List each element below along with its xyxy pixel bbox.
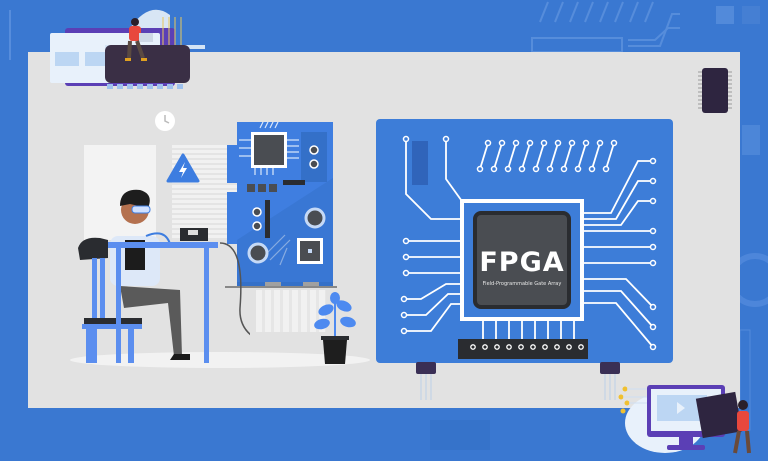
transistors <box>416 362 620 400</box>
engineer-at-desk <box>78 189 250 363</box>
wall-clock-icon <box>155 111 175 131</box>
high-voltage-warning-icon <box>166 153 200 183</box>
fpga-chip: FPGA Field-Programmable Gate Array <box>473 211 571 309</box>
expansion-card-board <box>225 121 337 288</box>
fpga-chip-sublabel: Field-Programmable Gate Array <box>482 281 562 287</box>
bottom-right-illustration <box>618 385 751 454</box>
floor-shadow <box>70 352 370 368</box>
fpga-chip-label: FPGA <box>479 247 565 278</box>
fpga-development-board: FPGA Field-Programmable Gate Array <box>376 119 673 363</box>
top-left-illustration <box>50 9 205 89</box>
small-ic-chip <box>698 68 732 113</box>
potted-plant-icon <box>314 292 356 364</box>
